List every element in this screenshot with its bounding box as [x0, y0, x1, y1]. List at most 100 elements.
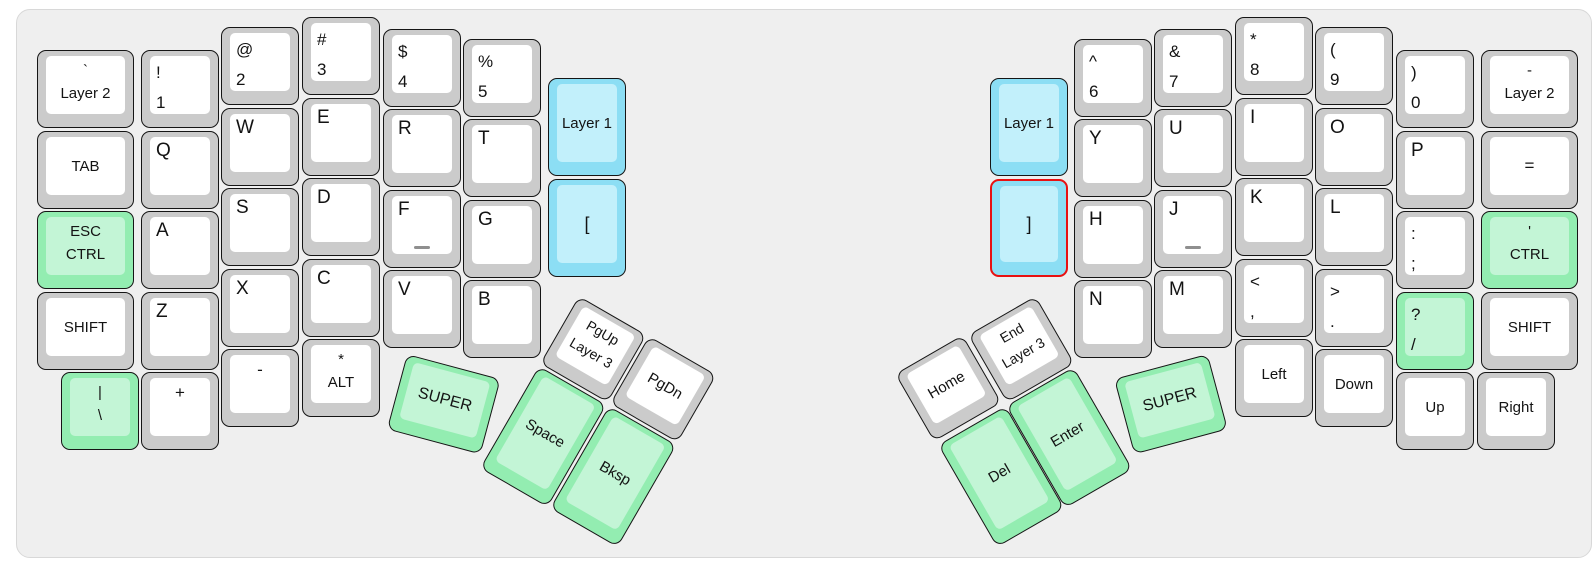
key-v[interactable]: V [383, 270, 461, 348]
key-g[interactable]: G [463, 200, 541, 278]
key-up[interactable]: Up [1396, 372, 1474, 450]
keycap-label-line: Layer 2 [1504, 85, 1555, 102]
key-2[interactable]: @2 [221, 27, 299, 105]
key-y[interactable]: Y [1074, 119, 1152, 197]
keycap-label-line: W [236, 117, 254, 138]
keycap-face [1083, 286, 1143, 344]
keycap-label-line: $ [398, 42, 408, 61]
key-j[interactable]: J [1154, 190, 1232, 268]
key-o[interactable]: O [1315, 108, 1393, 186]
key-c[interactable]: C [302, 259, 380, 337]
key-n[interactable]: N [1074, 280, 1152, 358]
key-right[interactable]: Right [1477, 372, 1555, 450]
key-s[interactable]: S [221, 188, 299, 266]
key-minus-left[interactable]: - [221, 349, 299, 427]
key-question-slash[interactable]: ?/ [1396, 292, 1474, 370]
key-plus[interactable]: + [141, 372, 219, 450]
key-shift-left[interactable]: SHIFT [37, 292, 134, 370]
keycap-label-line: > [1330, 282, 1340, 301]
keycap-labels: J [1163, 196, 1223, 254]
key-p[interactable]: P [1396, 131, 1474, 209]
key-comma[interactable]: <, [1235, 259, 1313, 337]
key-5[interactable]: %5 [463, 39, 541, 117]
key-quote-ctrl[interactable]: 'CTRL [1481, 211, 1578, 289]
keycap-face [311, 345, 371, 403]
keycap-label-line: Q [156, 140, 171, 161]
keycap-labels: X [230, 275, 290, 333]
keycap-face [311, 265, 371, 323]
key-backtick-layer2[interactable]: `Layer 2 [37, 50, 134, 128]
key-9[interactable]: (9 [1315, 27, 1393, 105]
homing-bar [414, 246, 430, 249]
key-x[interactable]: X [221, 269, 299, 347]
keycap-labels: L [1324, 194, 1384, 252]
keycap-label-line: 4 [398, 72, 408, 91]
key-r[interactable]: R [383, 109, 461, 187]
keycap-labels: Down [1324, 355, 1384, 413]
keycap-face [472, 125, 532, 183]
keycap-label-line: ? [1411, 305, 1421, 324]
key-0[interactable]: )0 [1396, 50, 1474, 128]
key-period[interactable]: >. [1315, 269, 1393, 347]
key-layer1-right[interactable]: Layer 1 [990, 78, 1068, 176]
key-super-left[interactable]: SUPER [386, 354, 501, 455]
keycap-face [1324, 355, 1384, 413]
key-m[interactable]: M [1154, 270, 1232, 348]
keycap-labels: F [392, 196, 452, 254]
key-semicolon[interactable]: :; [1396, 211, 1474, 289]
keycap-label-line: Right [1498, 398, 1534, 416]
key-q[interactable]: Q [141, 131, 219, 209]
key-left[interactable]: Left [1235, 339, 1313, 417]
key-dash-layer2[interactable]: -Layer 2 [1481, 50, 1578, 128]
key-1[interactable]: !1 [141, 50, 219, 128]
key-w[interactable]: W [221, 108, 299, 186]
keycap-labels: M [1163, 276, 1223, 334]
key-i[interactable]: I [1235, 98, 1313, 176]
keycap-labels: E [311, 104, 371, 162]
key-u[interactable]: U [1154, 109, 1232, 187]
key-equals[interactable]: = [1481, 131, 1578, 209]
key-lbracket[interactable]: [ [548, 179, 626, 277]
key-t[interactable]: T [463, 119, 541, 197]
key-rbracket[interactable]: ] [990, 179, 1068, 277]
key-f[interactable]: F [383, 190, 461, 268]
key-3[interactable]: #3 [302, 17, 380, 95]
keycap-face [1000, 186, 1058, 262]
key-tab[interactable]: TAB [37, 131, 134, 209]
key-h[interactable]: H [1074, 200, 1152, 278]
key-super-right[interactable]: SUPER [1114, 353, 1228, 455]
keycap-labels: = [1490, 137, 1569, 195]
key-layer1-left[interactable]: Layer 1 [548, 78, 626, 176]
key-down[interactable]: Down [1315, 349, 1393, 427]
keycap-labels: P [1405, 137, 1465, 195]
key-a[interactable]: A [141, 211, 219, 289]
key-b[interactable]: B [463, 280, 541, 358]
keycap-labels: Z [150, 298, 210, 356]
key-pipe-backslash[interactable]: |\ [61, 372, 139, 450]
keycap-label-line: O [1330, 117, 1345, 138]
keycap-face [472, 206, 532, 264]
keycap-labels: #3 [311, 23, 371, 81]
key-d[interactable]: D [302, 178, 380, 256]
key-l[interactable]: L [1315, 188, 1393, 266]
key-z[interactable]: Z [141, 292, 219, 370]
key-6[interactable]: ^6 [1074, 39, 1152, 117]
key-k[interactable]: K [1235, 178, 1313, 256]
key-shift-right[interactable]: SHIFT [1481, 292, 1578, 370]
keycap-labels: *8 [1244, 23, 1304, 81]
keycap-labels: )0 [1405, 56, 1465, 114]
keycap-labels: :; [1405, 217, 1465, 275]
key-e[interactable]: E [302, 98, 380, 176]
keycap-label-line: A [156, 220, 169, 241]
keycap-labels: K [1244, 184, 1304, 242]
keycap-labels: *ALT [311, 345, 371, 403]
key-7[interactable]: &7 [1154, 29, 1232, 107]
key-4[interactable]: $4 [383, 29, 461, 107]
keycap-labels: Layer 1 [999, 84, 1059, 162]
keycap-face [472, 286, 532, 344]
key-asterisk-alt[interactable]: *ALT [302, 339, 380, 417]
keycap-label-line: Up [1425, 398, 1445, 416]
key-8[interactable]: *8 [1235, 17, 1313, 95]
keycap-labels: Left [1244, 345, 1304, 403]
